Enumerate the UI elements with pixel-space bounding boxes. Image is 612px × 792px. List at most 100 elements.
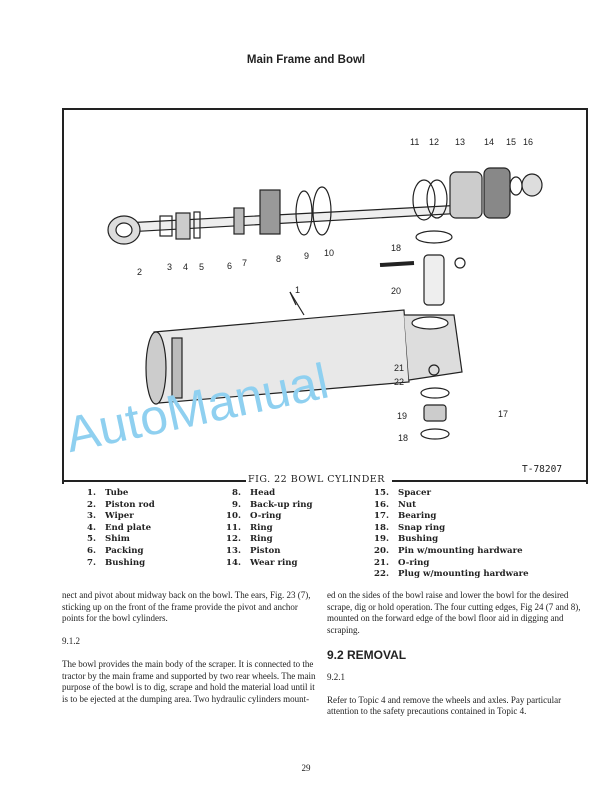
part-number: 15. — [374, 488, 389, 498]
part-label: Packing — [105, 545, 144, 556]
part-label: Tube — [105, 488, 129, 498]
callout-number: 16 — [523, 137, 534, 147]
part-number: 10. — [226, 511, 241, 522]
callout-number: 5 — [199, 262, 205, 272]
part-number: 9. — [232, 499, 241, 510]
parts-list-item: 10. O-ring — [217, 511, 313, 523]
parts-list-item: 21. O-ring — [365, 558, 529, 570]
parts-list-item: 13. Piston — [217, 546, 313, 558]
part-label: Shim — [105, 534, 130, 545]
part-number: 18. — [374, 522, 389, 533]
callout-number: 18 — [398, 433, 409, 443]
paragraph: Refer to Topic 4 and remove the wheels a… — [327, 694, 562, 717]
part-label: End plate — [105, 522, 152, 533]
part-number: 14. — [226, 557, 241, 568]
page-number: 29 — [301, 763, 311, 773]
callout-number: 1 — [295, 285, 301, 295]
part-number: 1. — [87, 488, 96, 498]
parts-list-item: 18. Snap ring — [365, 523, 529, 535]
subsection-number: 9.2.1 — [327, 671, 345, 682]
part-label: Pin w/mounting hardware — [398, 545, 523, 556]
part-number: 20. — [374, 545, 389, 556]
callout-number: 13 — [455, 137, 466, 147]
part-number: 19. — [374, 534, 389, 545]
callout-number: 4 — [183, 262, 189, 272]
callout-number: 18 — [391, 243, 402, 253]
text-column-left: nect and pivot about midway back on the … — [62, 590, 317, 717]
part-number: 7. — [87, 557, 96, 568]
parts-list-item: 8.Head — [217, 488, 313, 500]
part-number: 2. — [87, 499, 96, 510]
part-label: Wiper — [105, 511, 134, 522]
parts-list-item: 2. Piston rod — [72, 500, 155, 512]
parts-list-item: 12. Ring — [217, 534, 313, 546]
part-label: Plug w/mounting hardware — [398, 569, 529, 580]
paragraph: ed on the sides of the bowl raise and lo… — [327, 590, 581, 635]
callout-number: 11 — [410, 137, 420, 147]
text-column-right: ed on the sides of the bowl raise and lo… — [327, 590, 582, 729]
callout-number: 9 — [304, 251, 310, 261]
part-label: Snap ring — [398, 522, 446, 533]
part-number: 13. — [226, 545, 241, 556]
callout-number: 12 — [429, 137, 440, 147]
figure-ref-number: T-78207 — [522, 464, 563, 475]
part-number: 4. — [87, 522, 96, 533]
figure-frame — [62, 108, 588, 484]
callout-number: 15 — [506, 137, 517, 147]
callout-number: 2 — [137, 267, 143, 277]
caption-rule-left — [62, 480, 248, 482]
parts-list-item: 11.Ring — [217, 523, 313, 535]
part-number: 12. — [226, 534, 241, 545]
callout-number: 22 — [394, 377, 405, 387]
callout-number: 8 — [276, 254, 282, 264]
part-number: 8. — [232, 488, 241, 498]
part-label: O-ring — [398, 557, 430, 568]
part-number: 6. — [87, 545, 96, 556]
part-label: Back-up ring — [250, 499, 313, 510]
section-heading: 9.2 REMOVAL — [327, 647, 407, 662]
part-number: 3. — [87, 511, 96, 522]
part-label: Ring — [250, 534, 273, 545]
parts-list-item: 14. Wear ring — [217, 558, 313, 570]
caption-rule-right — [392, 480, 586, 482]
part-number: 11. — [226, 522, 241, 533]
callout-number: 17 — [498, 409, 509, 419]
part-label: Bearing — [398, 511, 437, 522]
part-number: 16. — [374, 499, 389, 510]
part-label: Piston rod — [105, 499, 155, 510]
paragraph: nect and pivot about midway back on the … — [62, 590, 311, 623]
part-number: 22. — [374, 569, 389, 580]
callout-number: 14 — [484, 137, 495, 147]
part-label: Wear ring — [250, 557, 298, 568]
part-label: Bushing — [105, 557, 146, 568]
parts-list-item: 17. Bearing — [365, 511, 529, 523]
part-label: Nut — [398, 499, 417, 510]
part-number: 17. — [374, 511, 389, 522]
parts-list-col-1: 1. Tube 2. Piston rod 3. Wiper 4. End plate 5. Sh… — [72, 488, 155, 569]
parts-list-item: 15. Spacer — [365, 488, 529, 500]
part-label: Piston — [250, 545, 281, 556]
parts-list-item: 20. Pin w/mounting hardware — [365, 546, 529, 558]
parts-list-item: 4. End plate — [72, 523, 155, 535]
figure-caption: FIG. 22 BOWL CYLINDER — [246, 474, 387, 485]
paragraph: The bowl provides the main body of the s… — [62, 659, 316, 704]
callout-number: 6 — [227, 261, 233, 271]
part-label: Spacer — [398, 488, 432, 498]
bowl-cylinder-diagram — [107, 167, 543, 440]
parts-list-item: 7. Bushing — [72, 558, 155, 570]
parts-list-item: 5. Shim — [72, 534, 155, 546]
callout-number: 7 — [242, 258, 248, 268]
parts-list-item: 1. Tube — [72, 488, 155, 500]
callout-number: 20 — [391, 286, 402, 296]
page-header: Main Frame and Bowl — [246, 54, 366, 66]
parts-list-item: 16. Nut — [365, 500, 529, 512]
parts-list-item: 19.Bushing — [365, 534, 529, 546]
parts-list-item: 22. Plug w/mounting hardware — [365, 569, 529, 581]
part-number: 5. — [87, 534, 96, 545]
callout-number: 3 — [167, 262, 173, 272]
part-label: O-ring — [250, 511, 282, 522]
part-number: 21. — [374, 557, 389, 568]
